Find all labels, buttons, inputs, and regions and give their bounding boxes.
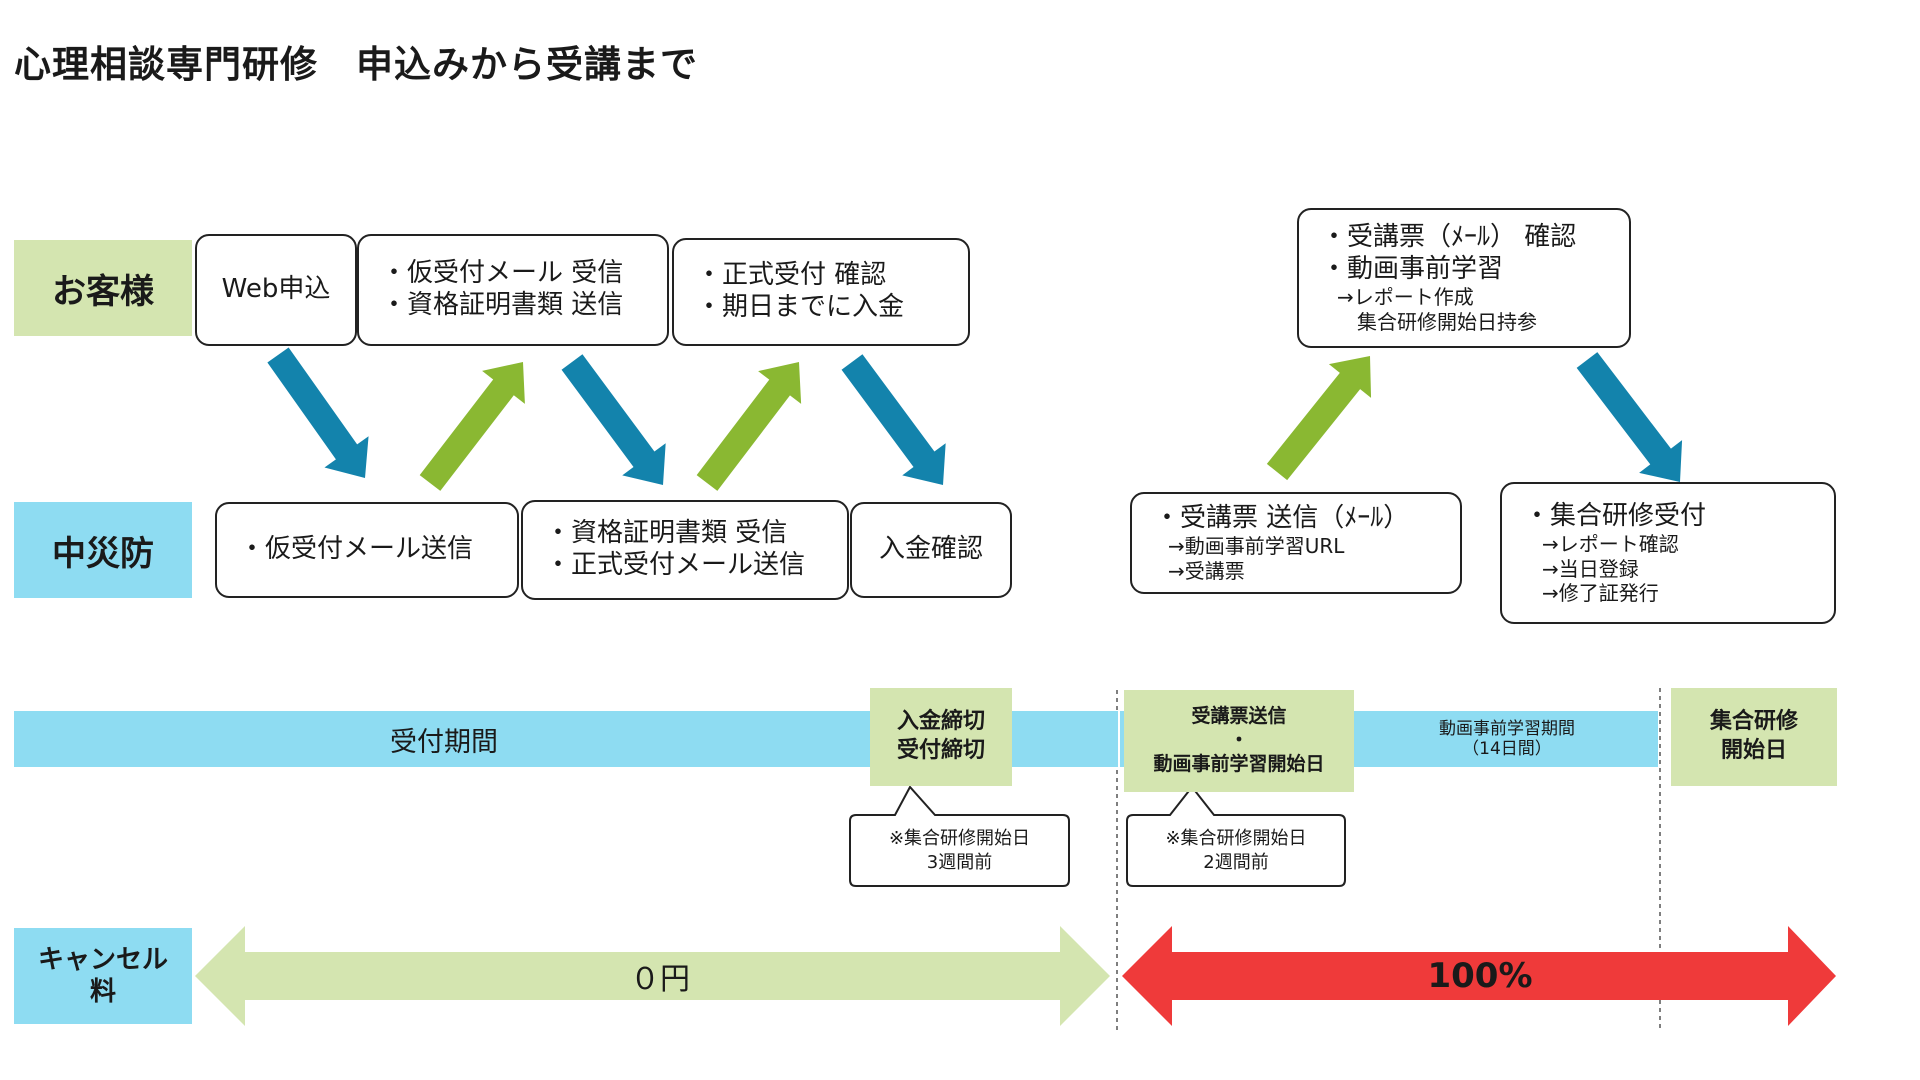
- step-line: ・期日までに入金: [696, 292, 905, 322]
- cancel-label-line: 料: [89, 977, 116, 1007]
- flow-arrow-down-2: [561, 354, 666, 485]
- step-subline: →当日登録: [1542, 556, 1639, 581]
- callout-ticket-shape: [1126, 785, 1346, 887]
- cancel-full-arrow: [1122, 926, 1836, 1026]
- ticket-send-line: 動画事前学習開始日: [1153, 752, 1325, 775]
- callout-deadline-shape: [849, 785, 1070, 887]
- org-step-docs-official: ・資格証明書類 受信 ・正式受付メール送信: [521, 500, 849, 600]
- org-step-provisional-mail: ・仮受付メール送信: [215, 502, 519, 598]
- step-subline: →受講票: [1168, 558, 1245, 583]
- flow-arrow-up-3: [1266, 355, 1372, 481]
- actor-org-label: 中災防: [14, 502, 192, 598]
- step-line: 入金確認: [878, 534, 983, 565]
- page-title: 心理相談専門研修 申込みから受講まで: [14, 43, 698, 86]
- video-period-label: 動画事前学習期間 （14日間）: [1356, 711, 1658, 767]
- course-start-line: 開始日: [1720, 738, 1787, 763]
- ticket-send-line: 受講票送信: [1191, 705, 1287, 728]
- callout-line: ※集合研修開始日: [888, 828, 1031, 850]
- deadline-box: 入金締切 受付締切: [870, 688, 1012, 786]
- step-line: Web申込: [221, 274, 331, 305]
- course-start-box: 集合研修 開始日: [1671, 688, 1837, 786]
- video-period-line: 動画事前学習期間: [1439, 718, 1575, 739]
- callout-line: ※集合研修開始日: [1165, 828, 1307, 850]
- org-step-payment-confirm: 入金確認: [850, 502, 1012, 598]
- callout-deadline-text: ※集合研修開始日 3週間前: [850, 815, 1069, 886]
- flow-arrow-down-1: [267, 347, 369, 478]
- cancel-fee-label: キャンセル 料: [14, 928, 192, 1024]
- cancel-free-text: ０円: [630, 962, 690, 997]
- cancel-label-line: キャンセル: [37, 944, 168, 975]
- customer-step-web-apply: Web申込: [195, 234, 357, 346]
- flow-arrow-up-2: [696, 361, 802, 491]
- deadline-line: 入金締切: [896, 709, 985, 735]
- deadline-line: 受付締切: [896, 738, 985, 763]
- step-line: ・資格証明書類 送信: [381, 290, 624, 320]
- customer-step-confirm-payment: ・正式受付 確認 ・期日までに入金: [672, 238, 970, 346]
- step-line: ・資格証明書類 受信: [545, 518, 788, 549]
- callout-ticket-text: ※集合研修開始日 2週間前: [1127, 815, 1345, 886]
- reception-period-label: 受付期間: [390, 726, 498, 758]
- ticket-send-line: ・: [1229, 729, 1249, 752]
- step-line: ・正式受付 確認: [696, 260, 887, 291]
- step-line: ・正式受付メール送信: [545, 550, 806, 580]
- flow-arrow-down-3: [841, 354, 946, 485]
- step-line: ・動画事前学習: [1321, 253, 1504, 284]
- org-step-course-reception: ・集合研修受付 →レポート確認 →当日登録 →修了証発行: [1500, 482, 1836, 624]
- flow-arrow-up-1: [419, 362, 525, 491]
- ticket-send-box: 受講票送信 ・ 動画事前学習開始日: [1124, 690, 1354, 792]
- flow-arrow-down-4: [1576, 352, 1683, 482]
- step-subline: 集合研修開始日持参: [1337, 309, 1537, 334]
- course-start-line: 集合研修: [1709, 709, 1798, 735]
- step-subline: →レポート確認: [1542, 532, 1679, 557]
- step-subline: →動画事前学習URL: [1168, 534, 1345, 559]
- step-subline: →修了証発行: [1542, 581, 1659, 606]
- callout-line: 2週間前: [1203, 851, 1269, 873]
- org-step-ticket-send: ・受講票 送信（ﾒｰﾙ） →動画事前学習URL →受講票: [1130, 492, 1462, 594]
- step-line: ・仮受付メール送信: [239, 534, 474, 565]
- video-period-line: （14日間）: [1462, 739, 1552, 759]
- step-line: ・受講票 送信（ﾒｰﾙ）: [1154, 502, 1410, 533]
- step-subline: →レポート作成: [1337, 285, 1474, 310]
- customer-step-ticket-video: ・受講票（ﾒｰﾙ） 確認 ・動画事前学習 →レポート作成 集合研修開始日持参: [1297, 208, 1631, 348]
- actor-customer-label: お客様: [14, 240, 192, 336]
- step-line: ・仮受付メール 受信: [381, 258, 624, 289]
- step-line: ・受講票（ﾒｰﾙ） 確認: [1321, 221, 1577, 252]
- callout-line: 3週間前: [926, 851, 993, 873]
- customer-step-provisional: ・仮受付メール 受信 ・資格証明書類 送信: [357, 234, 669, 346]
- step-line: ・集合研修受付: [1524, 500, 1707, 531]
- cancel-free-arrow: [195, 926, 1110, 1026]
- cancel-full-text: 100%: [1427, 956, 1533, 996]
